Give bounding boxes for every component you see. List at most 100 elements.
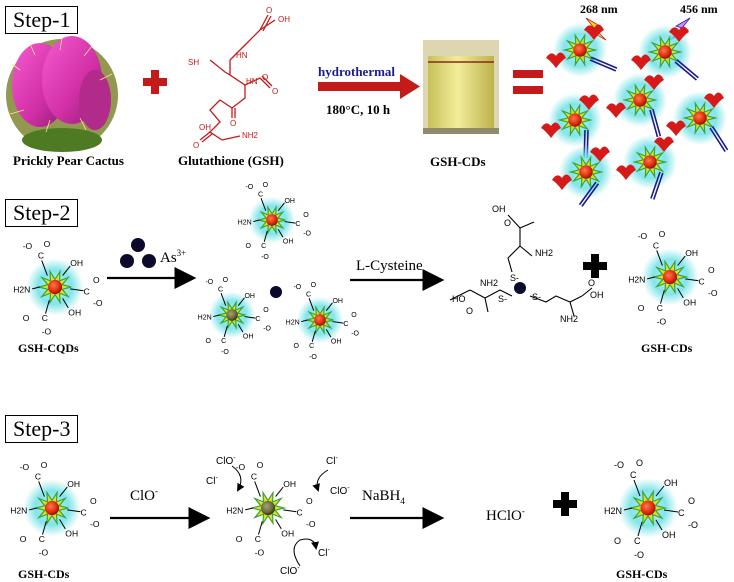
ligand-blob: [616, 164, 636, 180]
carboxylate-label: O: [44, 239, 51, 249]
gsh-cds-cluster: [541, 23, 729, 207]
bond: [325, 329, 332, 338]
black-plus-icon: [583, 254, 607, 278]
bond: [277, 229, 284, 238]
bond: [29, 507, 37, 511]
particle-core: [314, 314, 326, 326]
carboxylate-label: O: [638, 303, 645, 313]
carbon-label: C: [255, 534, 261, 544]
ligand-blob: [584, 24, 604, 40]
particle-core: [640, 500, 656, 516]
bond: [59, 486, 68, 497]
gsh-atom: O: [272, 87, 278, 96]
arsenic-ion-label: As3+: [160, 248, 186, 266]
carboxylate-label: -O: [306, 519, 316, 529]
bond: [45, 300, 50, 314]
carbon-label: C: [84, 287, 90, 297]
particle-core: [579, 165, 593, 179]
carboxylate-label: O: [293, 343, 299, 350]
carboxylate-label: O: [23, 313, 30, 323]
bond: [253, 219, 260, 223]
carboxylate-label: O: [223, 277, 229, 284]
particle-core: [658, 45, 672, 59]
carboxylate-label: -O: [23, 241, 33, 251]
bond: [62, 298, 69, 309]
bond: [275, 519, 282, 530]
clo-label: ClO-: [280, 565, 300, 577]
carboxylate-label: -O: [205, 279, 213, 286]
carbon-label: C: [255, 316, 260, 323]
carboxylate-label: -O: [42, 327, 52, 337]
ligand-blob: [606, 102, 626, 118]
ligand-blob: [552, 174, 572, 190]
gsh-atom: O: [262, 73, 268, 82]
bond: [656, 250, 663, 266]
hydroxyl-label: OH: [331, 338, 342, 345]
emission-label: 456 nm: [680, 2, 718, 16]
clo-label: ClO-: [330, 485, 350, 497]
carboxylate-label: -O: [236, 462, 246, 472]
gsh-cds-product-label: GSH-CDs: [430, 154, 486, 169]
emission-ray: [711, 125, 729, 151]
carboxylate-label: -O: [263, 326, 271, 333]
particle-core: [643, 155, 657, 169]
carbon-label: C: [343, 321, 348, 328]
carboxylate-label: O: [263, 307, 269, 314]
hydroxyl-label: OH: [664, 478, 678, 488]
carboxylate-label: O: [257, 460, 264, 470]
carboxylate-label: -O: [657, 317, 667, 327]
hydroxyl-label: OH: [283, 238, 294, 245]
l-cysteine-label: L-Cysteine: [356, 258, 423, 274]
amine-label: H2N: [628, 275, 645, 285]
arsenic-ions-icon: [120, 238, 156, 268]
cys-atom: OH: [590, 290, 604, 300]
bond: [677, 288, 684, 299]
bond: [311, 330, 316, 342]
emission-ray: [649, 109, 659, 138]
carbon-label: C: [218, 287, 223, 294]
cys-atom: S-: [510, 273, 519, 283]
arsenic-atom: [514, 282, 526, 294]
emission-ray: [578, 181, 597, 206]
emission-ray: [652, 108, 662, 137]
gsh-atom: O: [266, 6, 272, 15]
bond: [213, 314, 220, 318]
particle-core: [260, 500, 276, 516]
carboxylate-label: O: [688, 496, 695, 506]
emission-ray: [581, 183, 600, 207]
gsh-atom: O: [193, 141, 199, 150]
cys-atom: NH2: [560, 314, 578, 324]
cys-atom: O: [466, 306, 473, 316]
cys-atom: O: [588, 278, 595, 288]
carboxylate-label: O: [303, 212, 309, 219]
bond: [70, 288, 84, 292]
ligand-blob: [704, 92, 724, 108]
hydroxyl-label: OH: [683, 298, 696, 308]
carboxylate-label: O: [311, 282, 317, 289]
bond: [41, 260, 48, 276]
bond: [660, 290, 665, 304]
carboxylate-label: O: [205, 338, 211, 345]
bond: [67, 509, 81, 513]
cl-label: Cl-: [318, 547, 330, 559]
gsh-cds-label: GSH-CDs: [18, 567, 70, 581]
carboxylate-label: O: [659, 229, 666, 239]
bond: [325, 302, 333, 311]
carbon-label: C: [306, 292, 311, 299]
carboxylate-label: -O: [20, 462, 30, 472]
ligand-blob: [631, 54, 651, 70]
ligand-blob: [669, 26, 689, 42]
carbon-label: C: [261, 243, 266, 250]
hydrothermal-label: hydrothermal: [318, 64, 395, 79]
bond: [663, 509, 679, 513]
hydroxyl-label: OH: [281, 529, 294, 539]
cys-atom: S-: [498, 294, 507, 304]
gsh-label: Glutathione (GSH): [178, 153, 284, 168]
emission-ray: [674, 61, 697, 81]
gsh-atom: SH: [188, 58, 199, 67]
bond: [254, 481, 261, 497]
cys-atom: OH: [492, 204, 506, 214]
carboxylate-label: -O: [638, 231, 648, 241]
